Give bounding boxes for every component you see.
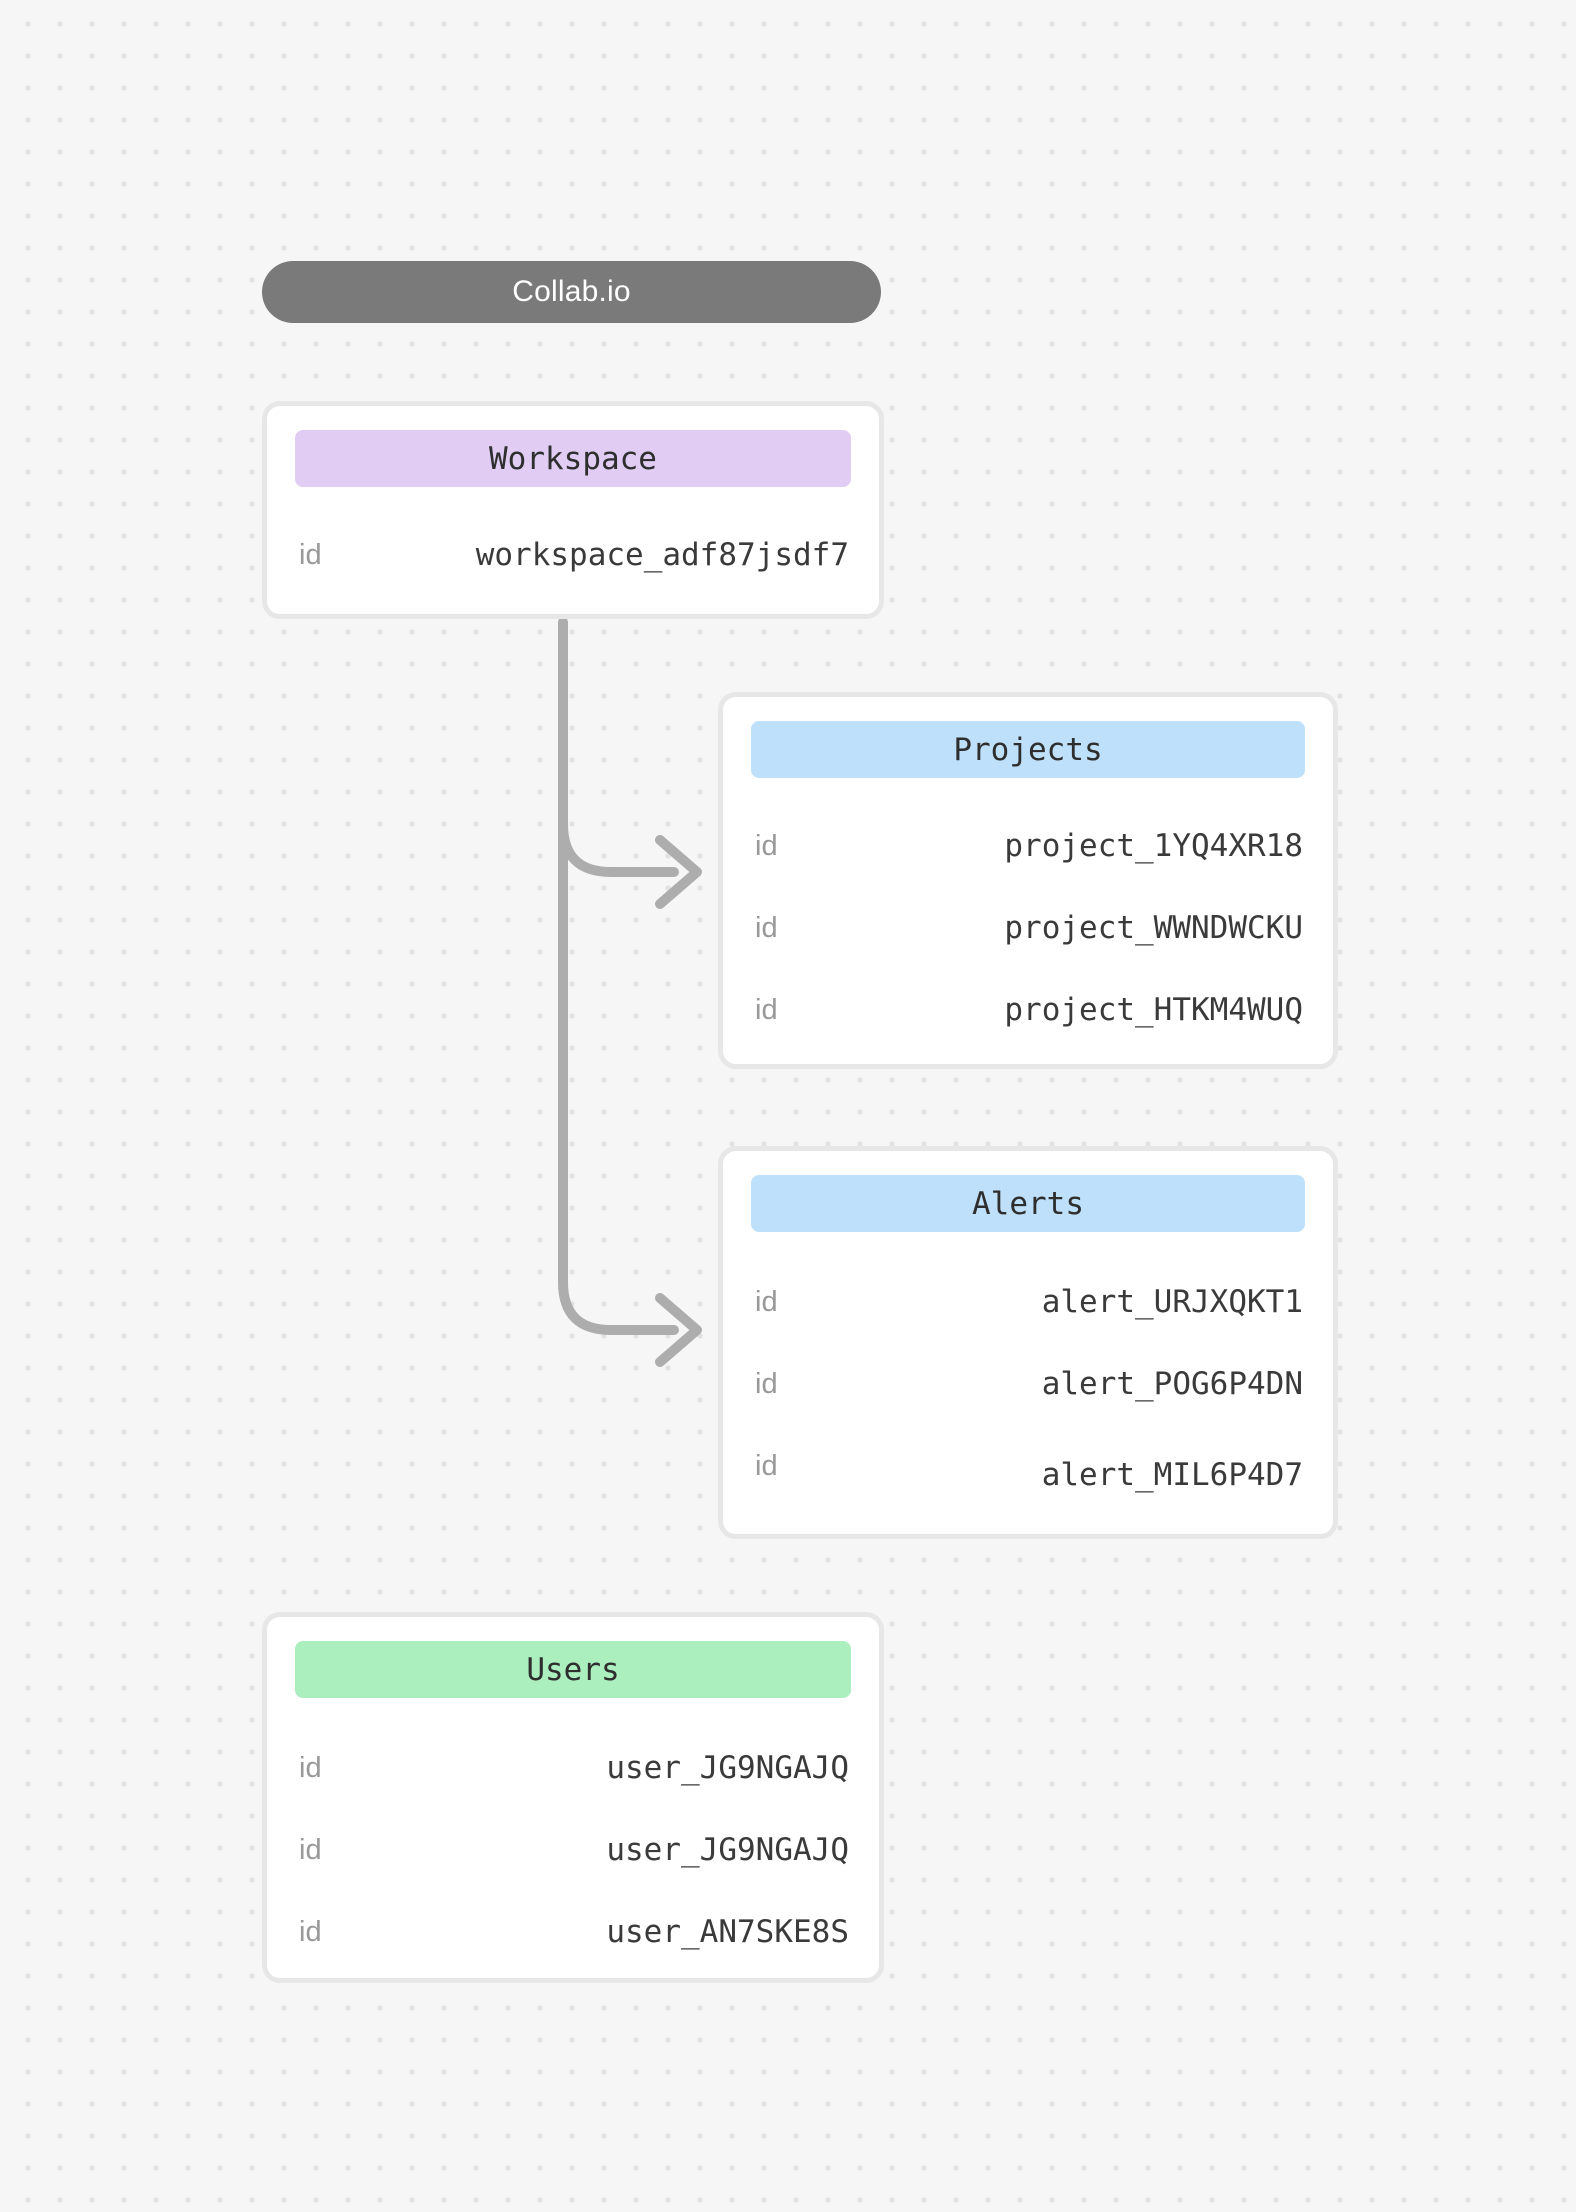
field-value: alert_URJXQKT1 [1041, 1284, 1303, 1320]
field-row: id project_1YQ4XR18 [755, 817, 1303, 875]
entity-header-workspace: Workspace [295, 430, 851, 487]
entity-header-users: Users [295, 1641, 851, 1698]
field-value: alert_MIL6P4D7 [1041, 1457, 1303, 1493]
field-value: project_1YQ4XR18 [1004, 828, 1303, 864]
field-value: workspace_adf87jsdf7 [475, 537, 849, 573]
field-key: id [755, 1449, 778, 1482]
field-value: user_AN7SKE8S [606, 1914, 849, 1950]
field-key: id [299, 1833, 322, 1866]
field-key: id [755, 1285, 778, 1318]
field-value: user_JG9NGAJQ [606, 1832, 849, 1868]
field-row: id user_AN7SKE8S [299, 1903, 849, 1961]
field-row: id project_WWNDWCKU [755, 899, 1303, 957]
entity-card-users[interactable]: Users id user_JG9NGAJQ id user_JG9NGAJQ … [262, 1612, 884, 1983]
diagram-title-label: Collab.io [512, 275, 631, 308]
field-key: id [299, 538, 322, 571]
entity-card-workspace[interactable]: Workspace id workspace_adf87jsdf7 [262, 401, 884, 619]
entity-header-alerts: Alerts [751, 1175, 1305, 1232]
field-value: project_HTKM4WUQ [1004, 992, 1303, 1028]
field-key: id [299, 1915, 322, 1948]
field-key: id [299, 1751, 322, 1784]
field-row: id alert_MIL6P4D7 [755, 1437, 1303, 1495]
connector-workspace-to-alerts [558, 617, 679, 1335]
field-row: id alert_URJXQKT1 [755, 1273, 1303, 1331]
field-key: id [755, 1367, 778, 1400]
entity-card-projects[interactable]: Projects id project_1YQ4XR18 id project_… [718, 692, 1338, 1069]
entity-card-alerts[interactable]: Alerts id alert_URJXQKT1 id alert_POG6P4… [718, 1146, 1338, 1539]
field-row: id user_JG9NGAJQ [299, 1739, 849, 1797]
field-key: id [755, 993, 778, 1026]
arrowhead-projects [655, 835, 702, 909]
field-value: user_JG9NGAJQ [606, 1750, 849, 1786]
field-row: id user_JG9NGAJQ [299, 1821, 849, 1879]
entity-header-projects: Projects [751, 721, 1305, 778]
field-key: id [755, 911, 778, 944]
field-value: project_WWNDWCKU [1004, 910, 1303, 946]
diagram-title-pill[interactable]: Collab.io [262, 261, 881, 323]
connector-workspace-to-projects [558, 695, 679, 877]
field-key: id [755, 829, 778, 862]
entity-name: Users [526, 1651, 620, 1688]
field-value: alert_POG6P4DN [1041, 1366, 1303, 1402]
entity-name: Projects [953, 731, 1103, 768]
field-row: id workspace_adf87jsdf7 [299, 526, 849, 584]
entity-name: Workspace [489, 440, 657, 477]
field-row: id alert_POG6P4DN [755, 1355, 1303, 1413]
arrowhead-alerts [655, 1293, 702, 1367]
field-row: id project_HTKM4WUQ [755, 981, 1303, 1039]
entity-name: Alerts [972, 1185, 1084, 1222]
